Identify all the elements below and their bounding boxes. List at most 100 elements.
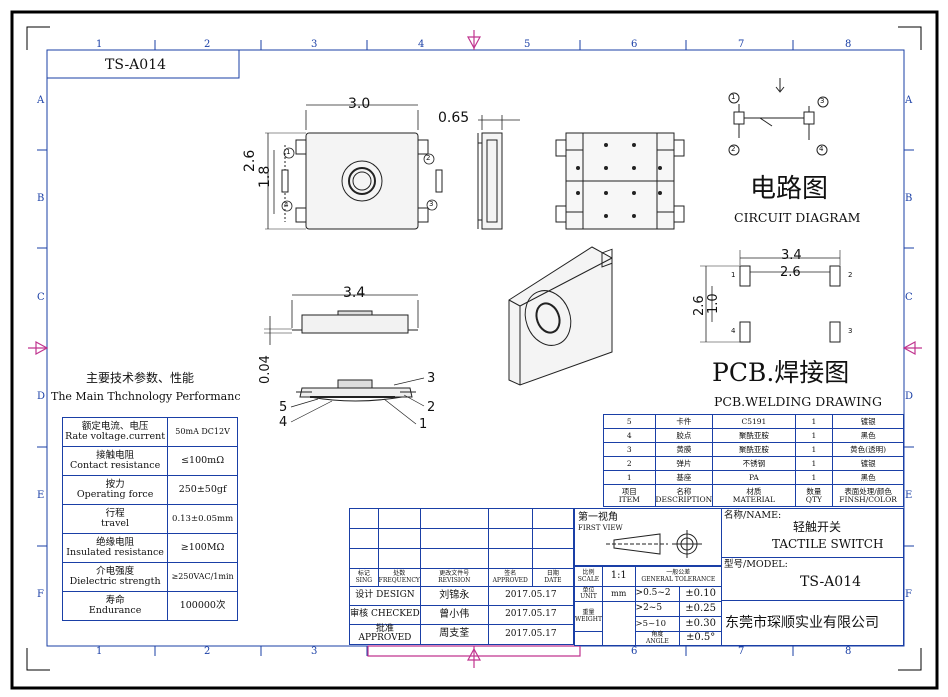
pcb-pad-1: 1 xyxy=(731,271,736,279)
first-view-cn: 第一视角 xyxy=(578,512,618,523)
row-label-e: E xyxy=(37,490,45,501)
hdr-sign-en: SING xyxy=(355,576,373,584)
side-elevation xyxy=(264,294,419,345)
tol-value: ±0.25 xyxy=(679,601,722,617)
spec-value: ≥250VAC/1min xyxy=(171,571,234,581)
callout-1: 1 xyxy=(419,417,428,432)
bom-material: 聚酰亚胺 xyxy=(712,428,796,443)
row-label-b: B xyxy=(37,193,45,204)
name-en: TACTILE SWITCH xyxy=(772,537,884,551)
bom-name: 弹片 xyxy=(654,456,714,471)
spec-value: ≥100MΩ xyxy=(180,542,225,554)
tol-value: ±0.10 xyxy=(679,586,722,602)
bom-material: C5191 xyxy=(712,414,796,429)
row-label-a: A xyxy=(37,95,45,106)
spec-en: Contact resistance xyxy=(69,460,161,471)
circuit-diagram xyxy=(728,78,829,156)
design-date: 2017.05.17 xyxy=(487,586,575,606)
pcb-title-cn: PCB.焊接图 xyxy=(712,358,850,387)
model-label: 型号/MODEL: xyxy=(724,559,788,570)
hdr-rev-cn: 更改文件号 xyxy=(439,570,470,578)
check-row: 审核 CHECKED 曾小伟 2017.05.17 xyxy=(349,605,575,625)
row-label-f-right: F xyxy=(905,589,912,600)
spec-en: Dielectric strength xyxy=(69,576,161,587)
spec-cn: 额定电流、电压 xyxy=(81,421,149,433)
name-cn: 轻触开关 xyxy=(793,520,842,534)
col-label-7-bottom: 7 xyxy=(738,646,745,657)
unit-cn: 单位 xyxy=(582,586,595,594)
blank-row xyxy=(349,508,575,529)
spec-cn: 行程 xyxy=(105,508,125,520)
top-pin-2: 2 xyxy=(426,154,431,162)
bom-finish: 黑色 xyxy=(832,470,904,485)
bom-h-name-cn: 名称 xyxy=(676,486,692,496)
projection-symbol xyxy=(606,530,702,558)
hdr-tol-cn: 一般公差 xyxy=(666,569,691,577)
callout-5: 5 xyxy=(279,400,288,415)
corner-marks xyxy=(26,26,922,671)
approve-date: 2017.05.17 xyxy=(487,624,575,645)
circuit-title-en: CIRCUIT DIAGRAM xyxy=(734,210,861,225)
bom-no: 4 xyxy=(603,428,656,443)
col-label-3-bottom: 3 xyxy=(311,646,318,657)
row-label-d-right: D xyxy=(905,391,914,402)
name-label: 名称/NAME: xyxy=(724,510,782,521)
check-label: 审核 CHECKED xyxy=(349,605,421,625)
bom-finish: 镀银 xyxy=(832,456,904,471)
hdr-freq-en: FREQUENCY xyxy=(378,576,420,584)
outer-frame xyxy=(10,10,939,690)
col-label-1-bottom: 1 xyxy=(96,646,103,657)
bottom-view xyxy=(555,132,685,230)
dim-pcb-outer-height: 2.6 xyxy=(692,295,707,316)
circuit-pin-2: 2 xyxy=(731,145,736,153)
col-label-2-bottom: 2 xyxy=(204,646,211,657)
col-label-6: 6 xyxy=(631,39,638,50)
dim-side-width: 3.4 xyxy=(343,285,366,301)
col-label-3: 3 xyxy=(311,39,318,50)
scale-value: 1:1 xyxy=(601,566,636,587)
tol-range: >2~5 xyxy=(634,601,681,617)
row-label-f: F xyxy=(37,589,44,600)
hdr-date-en: DATE xyxy=(544,576,562,584)
top-view xyxy=(265,104,443,230)
approve-name: 周支荃 xyxy=(419,624,489,645)
pcb-pad-4: 4 xyxy=(731,327,736,335)
callout-2: 2 xyxy=(427,400,436,415)
bom-h-material-en: MATERIAL xyxy=(732,494,775,504)
dim-side-height: 0.04 xyxy=(258,355,273,384)
spec-cn: 绝缘电阻 xyxy=(96,537,135,549)
hdr-freq-cn: 处数 xyxy=(393,570,406,578)
spec-cn: 介电强度 xyxy=(96,566,135,578)
spec-en: Insulated resistance xyxy=(66,547,164,558)
col-label-1: 1 xyxy=(96,39,103,50)
spec-value: ≤100mΩ xyxy=(181,455,225,467)
col-label-8-bottom: 8 xyxy=(845,646,852,657)
zone-ticks xyxy=(37,40,914,656)
hdr-scale-cn: 比例 xyxy=(582,569,595,577)
bom-material: 不锈钢 xyxy=(712,456,796,471)
pcb-pad-2: 2 xyxy=(848,271,853,279)
centering-arrows xyxy=(28,30,922,668)
hdr-scale-en: SCALE xyxy=(577,575,600,583)
check-name: 曾小伟 xyxy=(419,605,489,625)
bom-finish: 黑色 xyxy=(832,428,904,443)
company-box xyxy=(721,600,904,646)
bom-h-qty-en: QTY xyxy=(805,494,822,504)
dim-top-width: 3.0 xyxy=(348,96,371,112)
spec-value: 0.13±0.05mm xyxy=(172,513,234,524)
approve-row: 批准 APPROVED 周支荃 2017.05.17 xyxy=(349,624,575,645)
